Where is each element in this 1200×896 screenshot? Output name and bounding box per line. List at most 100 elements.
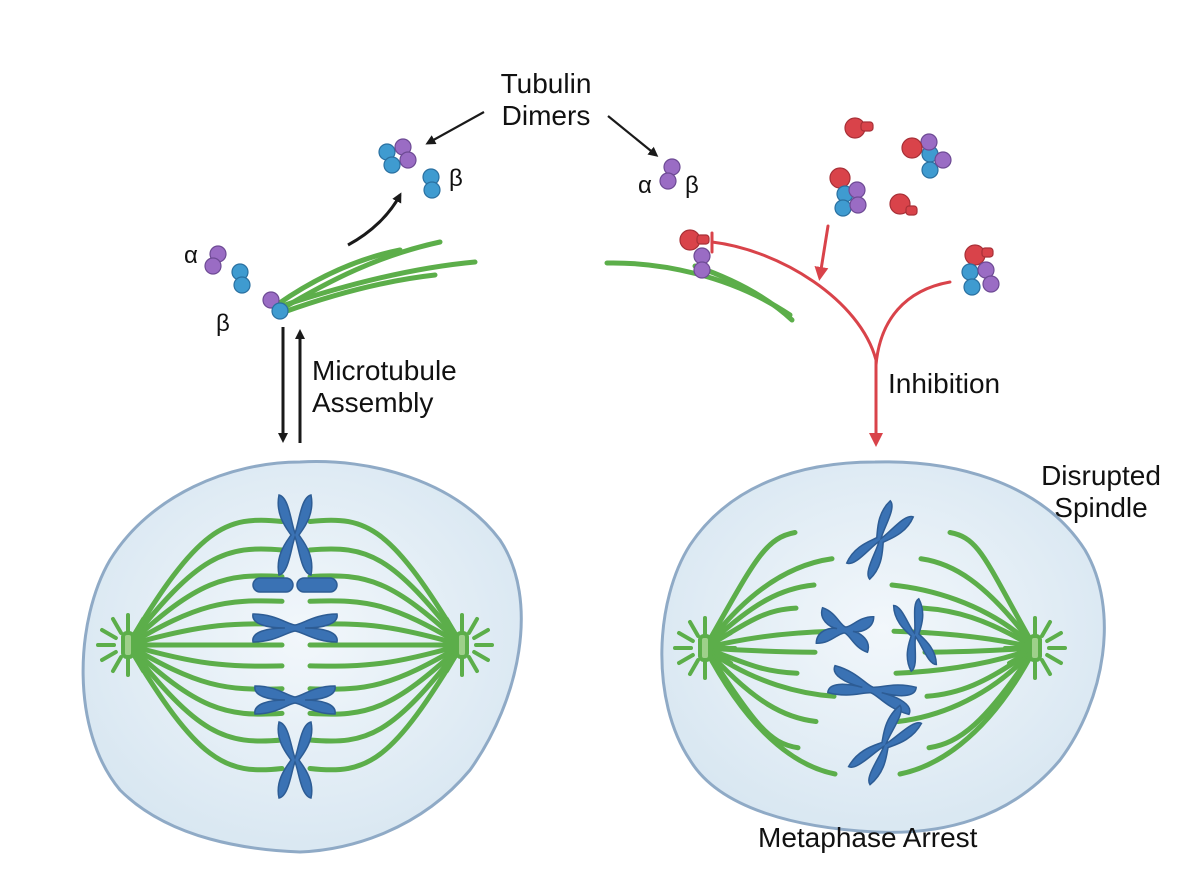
aster-ray <box>677 631 695 643</box>
aster-ray <box>100 650 118 662</box>
aster-ray <box>1007 631 1025 643</box>
chromosome <box>277 721 313 799</box>
inhibition-tee-line <box>710 240 878 362</box>
inhibition-pathway <box>710 224 952 447</box>
aster-ray <box>138 650 156 662</box>
drug-tubulin-complex <box>829 167 867 217</box>
microtubule-assembly-label-line2: Assembly <box>312 387 434 419</box>
aster-ray <box>472 628 490 640</box>
tubulin-dimer <box>231 263 251 294</box>
aster-ray <box>1045 631 1063 643</box>
spindle-fiber <box>702 645 819 724</box>
aster-ray <box>445 655 457 673</box>
chromosome <box>847 704 923 786</box>
aster-ray <box>688 658 700 676</box>
chromosome <box>254 685 336 715</box>
spindle-fiber <box>891 628 1038 651</box>
chromosome <box>892 597 938 673</box>
drug-tubulin-complex <box>961 244 1000 296</box>
pointer-arrow-left <box>425 111 485 145</box>
free-tubulin-dimers <box>378 138 441 199</box>
aligned-chromosomes <box>252 494 338 799</box>
drug-tubulin-complex <box>901 133 952 179</box>
aster-ray <box>445 617 457 635</box>
chromosome <box>827 664 917 716</box>
microtubule-assembly-label-line1: Microtubule <box>312 355 457 386</box>
spindle-fiber <box>702 582 817 651</box>
aster-ray <box>138 628 156 640</box>
alpha-label-right: α <box>638 172 652 199</box>
centriole <box>698 634 712 662</box>
centrosome-aster-right <box>1003 616 1067 680</box>
alpha-label-left: α <box>184 242 198 269</box>
centrosome-aster-right <box>430 613 494 677</box>
aster-ray <box>715 631 733 643</box>
drug-molecule <box>889 193 918 216</box>
chromosome <box>252 613 338 643</box>
metaphase-arrest-label: Metaphase Arrest <box>758 822 978 853</box>
scattered-chromosomes <box>815 499 938 786</box>
aster-ray <box>133 655 145 673</box>
spindle-fiber <box>918 556 1038 651</box>
spindle-fiber <box>702 645 800 676</box>
disrupted-spindle-label: Disrupted Spindle <box>1026 460 1176 524</box>
aster-ray <box>715 653 733 665</box>
aster-ray <box>434 628 452 640</box>
aster-ray <box>467 617 479 635</box>
cell-membrane-left <box>81 460 523 854</box>
aster-ray <box>1007 653 1025 665</box>
spindle-fiber <box>307 642 465 744</box>
chromosome <box>815 606 875 654</box>
aster-ray <box>1018 620 1030 638</box>
aster-ray <box>1040 620 1052 638</box>
beta-label-left: β <box>216 310 230 337</box>
centriole <box>121 631 135 659</box>
depolymerization-arrow <box>347 192 402 247</box>
drug-bound-dimer-on-microtubule <box>679 229 711 279</box>
tubulin-dimer-plus-end <box>262 291 289 320</box>
pointer-arrow-right <box>607 115 659 157</box>
aster-ray <box>472 650 490 662</box>
spindle-fiber <box>895 645 1038 724</box>
aster-ray <box>1040 658 1052 676</box>
centriole <box>455 631 469 659</box>
drug-flow-curve <box>874 280 952 367</box>
spindle-fiber <box>307 517 465 648</box>
spindle-fiber <box>307 642 465 773</box>
chromosome <box>252 577 338 593</box>
microtubule-assembly-label: Microtubule Assembly <box>312 355 457 419</box>
normal-mitotic-cell <box>81 460 523 854</box>
centrosome-aster-left <box>96 613 160 677</box>
spindle-fiber <box>702 645 838 777</box>
aster-ray <box>1045 653 1063 665</box>
spindle-fiber <box>125 573 285 648</box>
spindle-fiber <box>125 642 285 669</box>
beta-label-right: β <box>685 172 699 199</box>
aster-ray <box>434 650 452 662</box>
aster-ray <box>688 620 700 638</box>
spindle-fiber <box>893 645 1038 676</box>
free-tubulin-dimer-right <box>659 158 681 190</box>
tubulin-dimers-label: Tubulin Dimers <box>486 68 606 132</box>
tubulin-dimers-label-line2: Dimers <box>501 100 591 132</box>
aster-ray <box>467 655 479 673</box>
tubulin-dimer <box>204 245 227 275</box>
chromosome <box>277 494 313 576</box>
aster-ray <box>100 628 118 640</box>
aster-ray <box>133 617 145 635</box>
spindle-fiber <box>307 573 465 648</box>
aster-ray <box>677 653 695 665</box>
spindle-fiber <box>889 582 1038 651</box>
spindle-fiber <box>702 556 835 651</box>
tubulin-dimers-label-line1: Tubulin <box>500 68 592 99</box>
spindle-fiber <box>125 546 285 648</box>
chromosome <box>845 499 915 581</box>
inhibitor-drug-molecules <box>829 117 1000 296</box>
spindle-fiber <box>125 517 285 648</box>
spindle-fiber <box>897 645 1038 777</box>
aster-ray <box>111 617 123 635</box>
disrupted-spindle-label-line1: Disrupted <box>1041 460 1161 491</box>
aster-ray <box>1018 658 1030 676</box>
spindle-fiber <box>125 642 285 773</box>
